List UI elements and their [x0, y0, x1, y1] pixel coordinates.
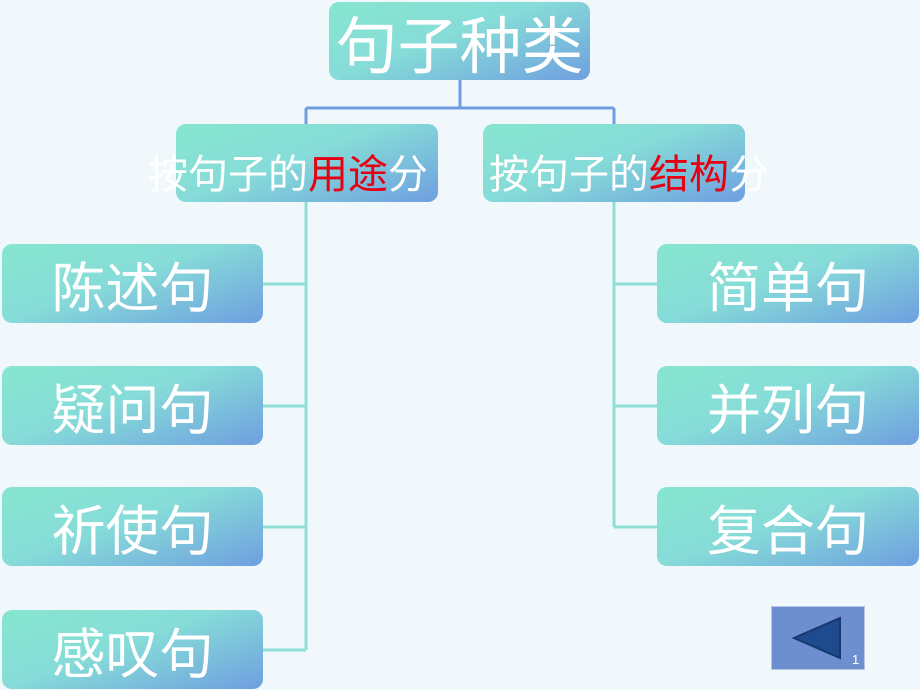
leaf-label: 简单句 [707, 257, 869, 320]
leaf-complex: 复合句 [657, 487, 919, 566]
root-label: 句子种类 [335, 10, 584, 83]
triangle-left-icon [791, 616, 841, 660]
leaf-declarative: 陈述句 [2, 244, 263, 323]
leaf-label: 感叹句 [51, 623, 214, 686]
leaf-interrogative: 疑问句 [2, 366, 263, 445]
leaf-label: 并列句 [707, 379, 869, 442]
category-by-structure: 按句子的结构分 [483, 124, 769, 202]
category-by-use-label: 按句子的用途分 [148, 152, 428, 198]
leaf-label: 陈述句 [51, 257, 214, 320]
category-by-use-highlight: 用途 [308, 152, 388, 198]
root-node: 句子种类 [329, 2, 590, 83]
category-by-structure-highlight: 结构 [649, 152, 729, 198]
leaf-label: 疑问句 [51, 379, 214, 442]
leaf-exclamatory: 感叹句 [2, 610, 263, 689]
back-button[interactable] [771, 606, 865, 670]
leaf-label: 复合句 [707, 500, 869, 563]
page-number: 1 [852, 652, 860, 667]
leaf-compound: 并列句 [657, 366, 919, 445]
leaf-label: 祈使句 [51, 500, 214, 563]
category-by-structure-label: 按句子的结构分 [489, 152, 769, 198]
category-by-use: 按句子的用途分 [148, 124, 438, 202]
leaf-imperative: 祈使句 [2, 487, 263, 566]
leaf-simple: 简单句 [657, 244, 919, 323]
